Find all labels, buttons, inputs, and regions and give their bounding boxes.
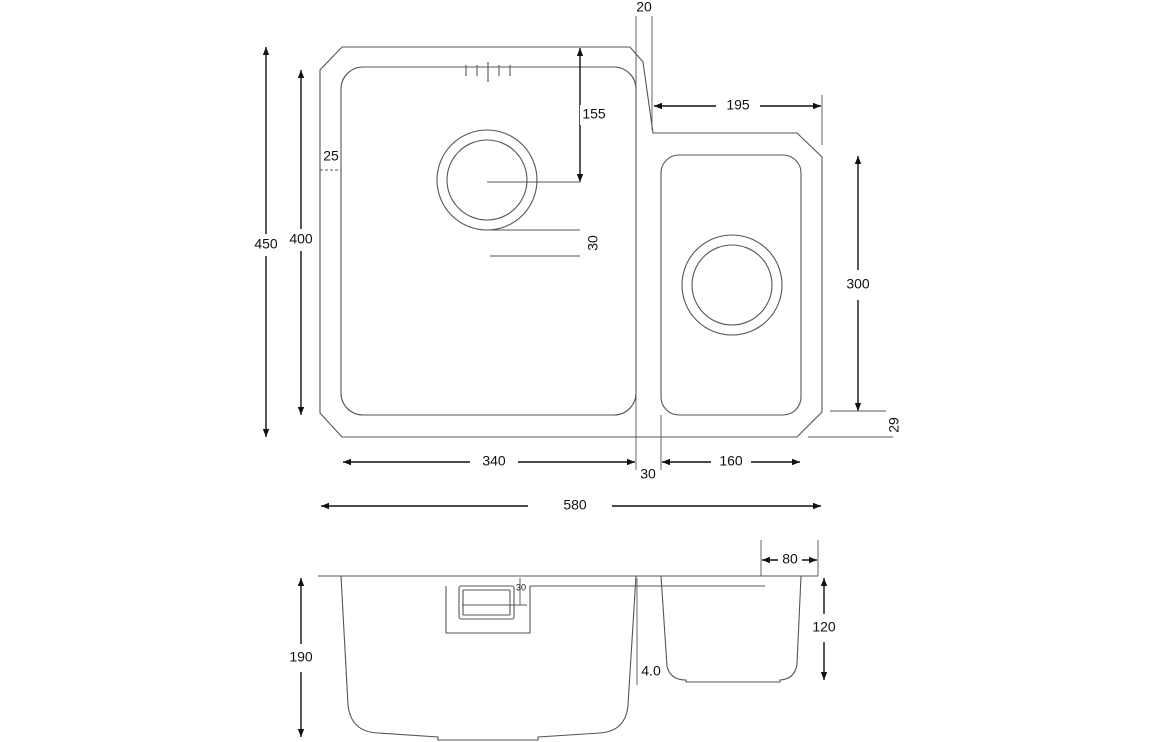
dim-label: 450 [254, 236, 278, 252]
large-bowl-profile [340, 575, 637, 741]
dim-label: 30 [640, 466, 656, 482]
dimension-overall-width: 580 [321, 494, 821, 518]
dim-label: 30 [585, 235, 601, 251]
dim-label: 20 [636, 0, 652, 15]
dim-label: 160 [719, 453, 743, 469]
dimension-small-front-offset: 29 [808, 410, 902, 438]
dimension-overflow-offset: 30 [490, 229, 601, 257]
dim-label: 155 [582, 106, 606, 122]
dim-label: 580 [563, 497, 587, 513]
dimension-small-depth: 120 [806, 578, 842, 680]
dimension-overall-depth: 450 [250, 47, 282, 437]
dimension-step-offset: 20 [635, 0, 653, 470]
dim-label: 4.0 [641, 663, 661, 679]
dimension-large-bowl-width: 340 [343, 452, 635, 472]
dimension-small-outer-width: 195 [654, 95, 823, 145]
small-bowl-profile [660, 575, 802, 683]
dim-label: 195 [726, 97, 750, 113]
top-view: 450 400 155 30 25 [250, 0, 902, 518]
dim-label: 120 [812, 619, 836, 635]
dim-label: 29 [886, 417, 902, 433]
dimension-thickness: 4.0 [636, 578, 661, 685]
overflow-outer [458, 585, 515, 620]
sink-outer-outline [319, 46, 823, 438]
dim-label: 30 [516, 582, 526, 592]
dim-label: 25 [323, 148, 339, 164]
dim-label: 190 [289, 649, 313, 665]
small-bowl-outline [660, 154, 802, 416]
dimension-large-bowl-depth: 400 [285, 70, 317, 415]
overflow-housing [445, 586, 531, 634]
dimension-divider-width: 30 [640, 415, 662, 482]
dimension-large-depth: 190 [283, 578, 319, 737]
overflow-marks [465, 62, 511, 82]
dim-label: 300 [846, 276, 870, 292]
small-waste-drain [681, 234, 783, 336]
dim-label: 400 [289, 231, 313, 247]
dimension-small-offset: 80 [760, 540, 819, 576]
large-waste-drain [436, 129, 538, 231]
dim-label: 80 [782, 551, 798, 567]
dimension-small-bowl-depth: 300 [840, 156, 876, 411]
overflow-inner [462, 589, 511, 616]
dimension-waste-offset: 155 [487, 48, 608, 183]
dim-label: 340 [482, 453, 506, 469]
side-view: 30 80 190 120 4.0 [283, 540, 842, 741]
dimension-flange-width: 25 [319, 148, 342, 176]
dimension-small-bowl-width: 160 [662, 452, 800, 472]
